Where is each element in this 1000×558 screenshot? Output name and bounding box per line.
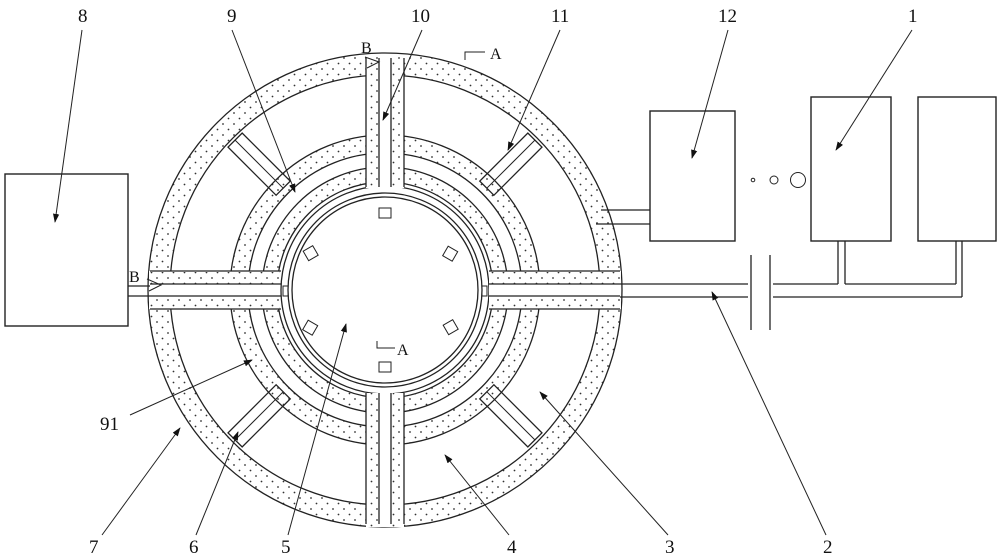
label-4: 4 bbox=[507, 537, 517, 558]
section-a-inner: A bbox=[397, 342, 409, 359]
label-6: 6 bbox=[189, 537, 199, 558]
label-10: 10 bbox=[411, 6, 430, 27]
label-3: 3 bbox=[665, 537, 675, 558]
section-b-top: B bbox=[361, 40, 372, 57]
section-b-left: B bbox=[129, 269, 140, 286]
label-8: 8 bbox=[78, 6, 88, 27]
label-91: 91 bbox=[100, 414, 119, 435]
box-1 bbox=[810, 96, 892, 242]
inner-insulation-ring bbox=[261, 166, 509, 414]
box-8 bbox=[4, 173, 129, 327]
section-marks: A A B B bbox=[129, 40, 502, 359]
label-7: 7 bbox=[89, 537, 99, 558]
box-right bbox=[917, 96, 997, 242]
radial-strips bbox=[149, 56, 621, 527]
central-tank bbox=[280, 185, 490, 395]
label-9: 9 bbox=[227, 6, 237, 27]
label-5: 5 bbox=[281, 537, 291, 558]
main-pipe bbox=[620, 241, 963, 330]
box-12 bbox=[649, 110, 736, 242]
section-a-top: A bbox=[490, 46, 502, 63]
connector-12 bbox=[596, 209, 650, 225]
number-labels: 8 9 10 11 12 1 91 7 6 5 4 3 2 bbox=[78, 6, 918, 558]
leader-lines bbox=[53, 29, 913, 536]
label-11: 11 bbox=[551, 6, 569, 27]
connector-8 bbox=[127, 285, 150, 297]
label-2: 2 bbox=[823, 537, 833, 558]
bubbles bbox=[750, 172, 806, 188]
label-1: 1 bbox=[908, 6, 918, 27]
label-12: 12 bbox=[718, 6, 737, 27]
